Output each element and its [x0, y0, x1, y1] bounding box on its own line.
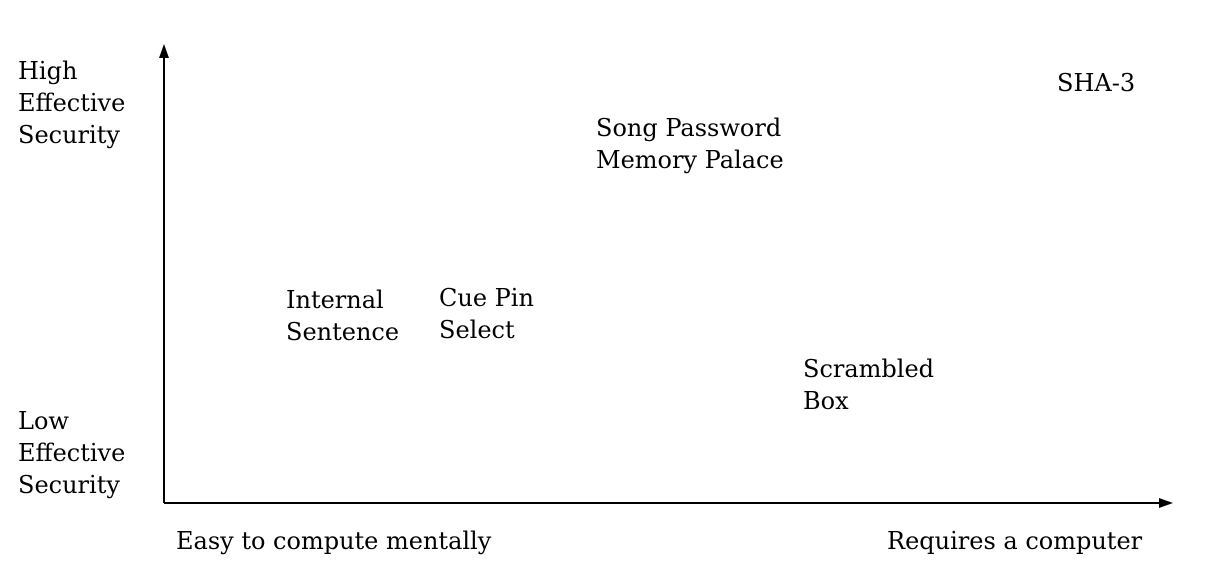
y-axis-low-label-line: Effective	[18, 439, 126, 467]
y-axis-low-label-line: Security	[18, 471, 120, 499]
item-label-line: Song Password	[596, 114, 782, 142]
item-label-line: Sentence	[286, 318, 400, 346]
y-axis-high-label-line: Security	[18, 121, 120, 149]
item-label-line: Internal	[286, 286, 384, 314]
y-axis-arrowhead	[159, 44, 169, 58]
y-axis-high-label-line: High	[18, 57, 78, 85]
y-axis-low-label: Low Effective Security	[18, 405, 125, 501]
y-axis-high-label: High Effective Security	[18, 55, 125, 151]
item-cue-pin-select: Cue Pin Select	[439, 282, 534, 346]
item-scrambled-box: Scrambled Box	[803, 353, 934, 417]
x-axis-right-label: Requires a computer	[887, 527, 1143, 555]
item-label-line: Cue Pin	[439, 284, 534, 312]
item-label-line: Box	[803, 387, 849, 415]
item-song-password-memory-palace: Song Password Memory Palace	[596, 112, 784, 176]
x-axis-left-label: Easy to compute mentally	[176, 527, 492, 555]
item-label-line: Scrambled	[803, 355, 935, 383]
item-label-line: SHA-3	[1057, 69, 1136, 97]
item-internal-sentence: Internal Sentence	[286, 284, 399, 348]
item-sha3: SHA-3	[1057, 67, 1135, 99]
y-axis-high-label-line: Effective	[18, 89, 126, 117]
item-label-line: Memory Palace	[596, 146, 784, 174]
y-axis-low-label-line: Low	[18, 407, 69, 435]
x-axis-arrowhead	[1159, 498, 1173, 508]
item-label-line: Select	[439, 316, 515, 344]
